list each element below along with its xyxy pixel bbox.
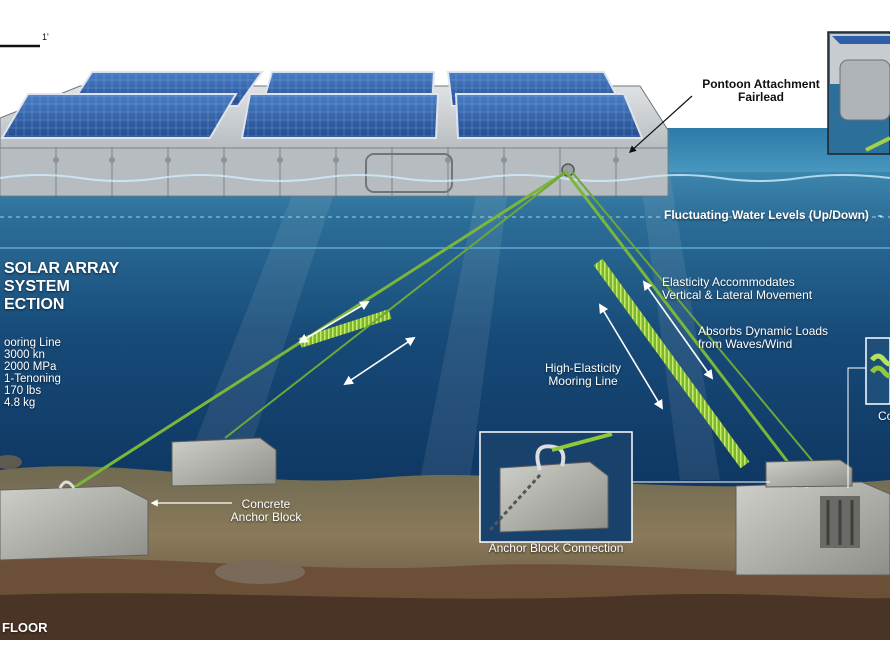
dynamic-loads-label-line-2: from Waves/Wind (698, 337, 793, 351)
solar-panels (0, 71, 644, 139)
mooring-line-label-line-2: Mooring Line (548, 374, 618, 388)
anchor-block-label: Concrete Anchor Block (216, 498, 316, 524)
scale-label: 1' (42, 32, 49, 42)
waterline (0, 174, 890, 182)
movement-arrow (642, 280, 714, 380)
fairlead-detail-inset (827, 31, 890, 155)
anchor-block-left (0, 480, 149, 561)
fairlead-label: Pontoon Attachment Fairlead (676, 78, 846, 104)
anchor-block-mid (765, 459, 853, 488)
spec-line: 1-Tenoning (4, 373, 61, 385)
anchor-block-back (171, 437, 277, 487)
mooring-line-label-line-1: High-Elasticity (544, 361, 622, 375)
anchor-block-label-line-2: Anchor Block (230, 510, 302, 524)
dynamic-loads-label-line-1: Absorbs Dynamic Loads (698, 324, 829, 338)
solar-panel (0, 93, 238, 139)
right-inset-leader (847, 367, 866, 488)
fairlead-label-line-2: Fairlead (737, 90, 785, 104)
water-levels-label: Fluctuating Water Levels (Up/Down) (664, 208, 869, 222)
seabed-rock-small (0, 455, 22, 469)
coil-inset-caption: Co (878, 409, 890, 423)
anchor-block-right (735, 479, 890, 576)
anchor-connection-caption: Anchor Block Connection (488, 541, 624, 555)
movement-arrow (599, 303, 663, 410)
solar-panel (454, 93, 644, 139)
fairlead-leader (628, 95, 693, 153)
mooring-line-left-back (224, 171, 567, 439)
seabed-deep-layer (0, 593, 890, 640)
coil-detail-inset (865, 337, 890, 405)
solar-panel (240, 93, 440, 139)
movement-arrow (343, 336, 416, 386)
anchor-connection-inset (479, 431, 633, 543)
anchor-block-label-line-1: Concrete (241, 497, 291, 511)
elasticity-label: Elasticity Accommodates Vertical & Later… (662, 276, 812, 302)
spec-line: 170 lbs (4, 385, 42, 397)
movement-arrow (298, 301, 370, 343)
fairlead-label-line-1: Pontoon Attachment (702, 77, 820, 91)
underwater-region (0, 172, 890, 502)
seafloor-label: FLOOR (2, 620, 48, 635)
diagram-title-line-3: ECTION (4, 296, 65, 313)
elasticity-label-line-2: Vertical & Lateral Movement (662, 288, 813, 302)
spec-line: 4.8 kg (4, 397, 36, 409)
mooring-line-label: High-Elasticity Mooring Line (528, 362, 638, 388)
dynamic-loads-label: Absorbs Dynamic Loads from Waves/Wind (698, 325, 828, 351)
diagram-title-line-1: SOLAR ARRAY (4, 260, 120, 277)
spec-line: 2000 MPa (4, 361, 57, 373)
spec-line: 3000 kn (4, 349, 45, 361)
diagram-title-line-2: SYSTEM (4, 278, 70, 295)
spec-line: ooring Line (4, 337, 61, 349)
seabed-rock (215, 560, 305, 584)
elasticity-label-line-1: Elasticity Accommodates (662, 275, 795, 289)
